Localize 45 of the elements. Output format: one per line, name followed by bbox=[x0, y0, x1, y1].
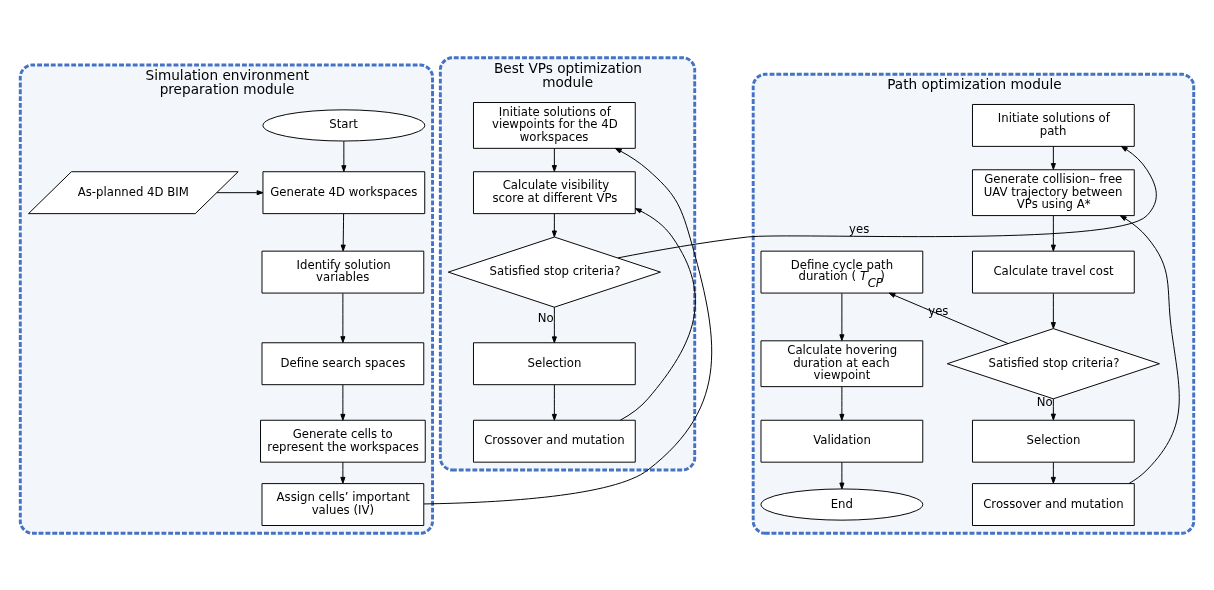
node-box: Validation bbox=[760, 419, 924, 463]
arrow bbox=[617, 145, 1157, 258]
arrow bbox=[551, 306, 557, 343]
node-ellipse: Start bbox=[262, 108, 426, 141]
node-box: Crossover and mutation bbox=[972, 482, 1135, 526]
node-box: Assign cells’ important values (IV) bbox=[261, 482, 425, 526]
node-box: Calculate travel cost bbox=[972, 250, 1135, 294]
arrow bbox=[551, 383, 557, 421]
node-box: Generate cells to represent the workspaces bbox=[260, 419, 426, 463]
arrow bbox=[888, 292, 1009, 344]
arrow bbox=[619, 207, 696, 421]
node-box: Calculate visibility score at different VPs bbox=[473, 170, 636, 214]
arrow bbox=[839, 385, 845, 421]
arrow bbox=[1050, 145, 1056, 170]
arrow bbox=[340, 213, 346, 251]
arrow bbox=[551, 147, 557, 172]
node-box: Selection bbox=[972, 419, 1135, 463]
arrow bbox=[340, 292, 346, 343]
node-ellipse: End bbox=[760, 487, 924, 521]
edge-label: yes bbox=[849, 221, 870, 236]
arrow bbox=[551, 213, 557, 237]
node-box: Generate collision– free UAV trajectory between VPs using A* bbox=[972, 168, 1135, 216]
node-box: Initiate solutions of path bbox=[972, 103, 1135, 147]
node-box: Calculate hovering duration at each viewpoint bbox=[760, 339, 924, 387]
edge-label: yes bbox=[928, 303, 949, 318]
arrow bbox=[839, 292, 845, 341]
arrow bbox=[1050, 214, 1056, 251]
node-box: Define search spaces bbox=[261, 341, 425, 385]
arrow bbox=[423, 147, 713, 504]
arrow bbox=[1050, 461, 1056, 484]
node-diamond: Satisfied stop criteria? bbox=[447, 236, 661, 308]
arrow bbox=[216, 189, 264, 195]
edge-label: No bbox=[537, 310, 554, 325]
node-box: Crossover and mutation bbox=[473, 419, 636, 463]
arrow bbox=[839, 461, 845, 489]
node-box: Selection bbox=[473, 341, 636, 385]
node-box: Generate 4D workspaces bbox=[262, 170, 426, 214]
node-box: Initiate solutions of viewpoints for the 4D workspaces bbox=[473, 101, 636, 149]
arrow bbox=[340, 383, 346, 421]
arrow bbox=[1119, 214, 1180, 484]
node-box: Identify solution variables bbox=[261, 250, 425, 294]
arrow bbox=[340, 461, 346, 484]
arrow bbox=[1050, 397, 1056, 420]
arrow bbox=[341, 140, 347, 172]
arrow bbox=[1050, 292, 1056, 329]
